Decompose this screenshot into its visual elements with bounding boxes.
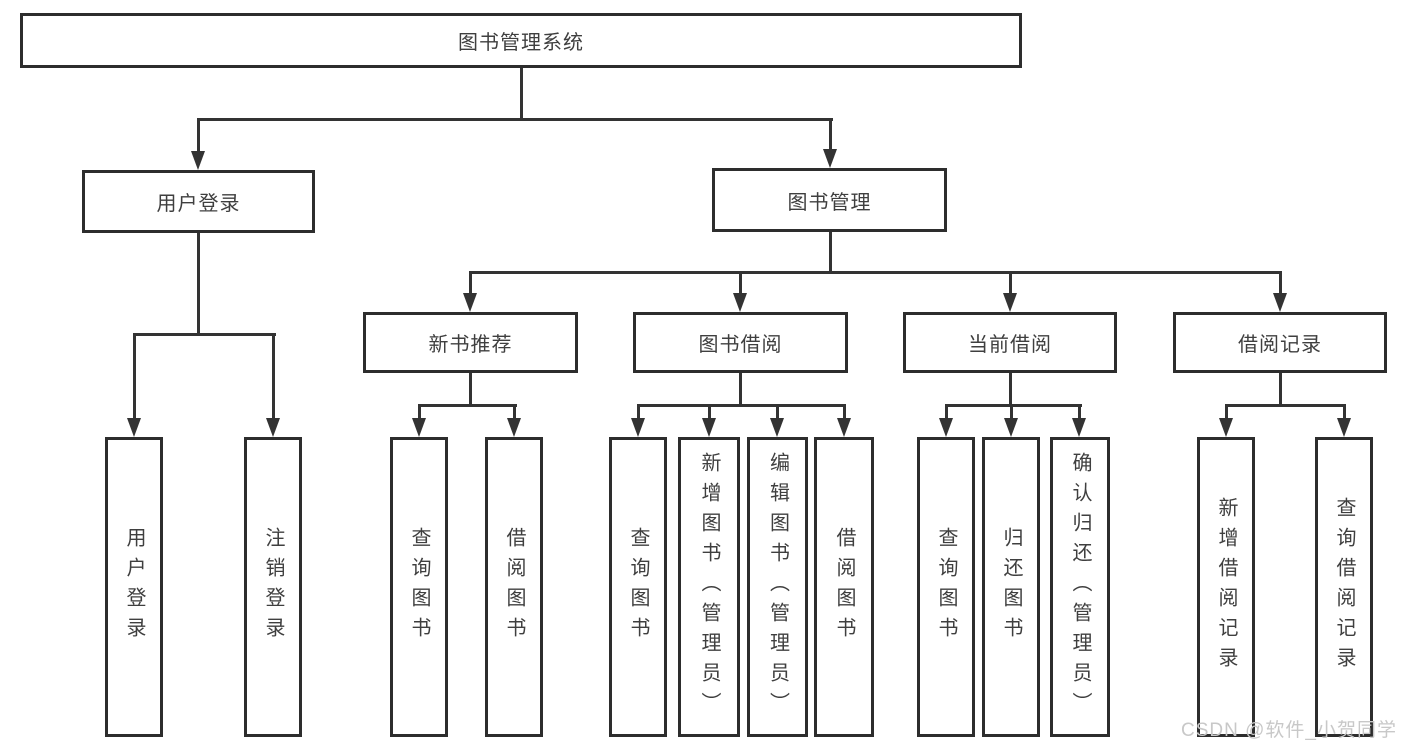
connector-line xyxy=(520,68,523,119)
node-book-management: 图书管理 xyxy=(712,168,947,232)
leaf-user-login: 用户登录 xyxy=(105,437,163,737)
connector-line xyxy=(418,404,421,420)
connector-arrowhead-down xyxy=(837,418,851,437)
connector-arrowhead-down xyxy=(939,418,953,437)
connector-line xyxy=(829,232,832,274)
connector-line xyxy=(513,404,516,420)
connector-line xyxy=(1343,404,1346,420)
connector-arrowhead-down xyxy=(631,418,645,437)
connector-line xyxy=(197,233,200,336)
connector-arrowhead-down xyxy=(266,418,280,437)
leaf-current-return-books: 归还图书 xyxy=(982,437,1040,737)
connector-line xyxy=(945,404,948,420)
connector-line xyxy=(197,118,200,153)
connector-arrowhead-down xyxy=(507,418,521,437)
connector-line xyxy=(637,404,846,407)
connector-line xyxy=(418,404,517,407)
connector-line xyxy=(1225,404,1228,420)
csdn-watermark: CSDN @软件_小贺同学 xyxy=(1181,720,1397,741)
connector-arrowhead-down xyxy=(412,418,426,437)
connector-line xyxy=(637,404,640,420)
connector-arrowhead-down xyxy=(702,418,716,437)
connector-arrowhead-down xyxy=(1337,418,1351,437)
connector-line xyxy=(945,404,1082,407)
leaf-records-query-borrow-record: 查询借阅记录 xyxy=(1315,437,1373,737)
leaf-borrowing-add-books-admin: 新增图书（管理员） xyxy=(678,437,740,737)
connector-line xyxy=(708,404,711,420)
connector-line xyxy=(197,118,833,121)
connector-line xyxy=(776,404,779,420)
leaf-borrowing-query-books: 查询图书 xyxy=(609,437,667,737)
connector-line xyxy=(739,373,742,407)
connector-arrowhead-down xyxy=(823,149,837,168)
connector-line xyxy=(469,271,472,295)
connector-arrowhead-down xyxy=(127,418,141,437)
connector-arrowhead-down xyxy=(733,293,747,312)
connector-line xyxy=(1010,404,1013,420)
node-library-management-system: 图书管理系统 xyxy=(20,13,1022,68)
connector-arrowhead-down xyxy=(1273,293,1287,312)
leaf-logout: 注销登录 xyxy=(244,437,302,737)
connector-line xyxy=(1279,373,1282,407)
node-user-login: 用户登录 xyxy=(82,170,315,233)
connector-line xyxy=(133,333,276,336)
leaf-current-confirm-return-admin: 确认归还（管理员） xyxy=(1050,437,1110,737)
connector-arrowhead-down xyxy=(1003,293,1017,312)
connector-line xyxy=(272,333,275,420)
node-borrowing-records: 借阅记录 xyxy=(1173,312,1387,373)
connector-arrowhead-down xyxy=(1219,418,1233,437)
connector-line xyxy=(469,271,1282,274)
connector-arrowhead-down xyxy=(191,151,205,170)
leaf-newrec-borrow-books: 借阅图书 xyxy=(485,437,543,737)
connector-line xyxy=(843,404,846,420)
connector-line xyxy=(1225,404,1346,407)
connector-line xyxy=(1078,404,1081,420)
connector-arrowhead-down xyxy=(1072,418,1086,437)
connector-line xyxy=(829,118,832,151)
node-book-borrowing: 图书借阅 xyxy=(633,312,848,373)
connector-line xyxy=(133,333,136,420)
leaf-newrec-query-books: 查询图书 xyxy=(390,437,448,737)
node-new-book-recommendation: 新书推荐 xyxy=(363,312,578,373)
connector-line xyxy=(739,271,742,295)
leaf-borrowing-edit-books-admin: 编辑图书（管理员） xyxy=(747,437,808,737)
connector-line xyxy=(1009,373,1012,407)
connector-line xyxy=(1009,271,1012,295)
node-current-borrowing: 当前借阅 xyxy=(903,312,1117,373)
leaf-borrowing-borrow-books: 借阅图书 xyxy=(814,437,874,737)
connector-line xyxy=(1279,271,1282,295)
connector-arrowhead-down xyxy=(463,293,477,312)
connector-arrowhead-down xyxy=(770,418,784,437)
connector-line xyxy=(469,373,472,407)
leaf-records-add-borrow-record: 新增借阅记录 xyxy=(1197,437,1255,737)
leaf-current-query-books: 查询图书 xyxy=(917,437,975,737)
connector-arrowhead-down xyxy=(1004,418,1018,437)
